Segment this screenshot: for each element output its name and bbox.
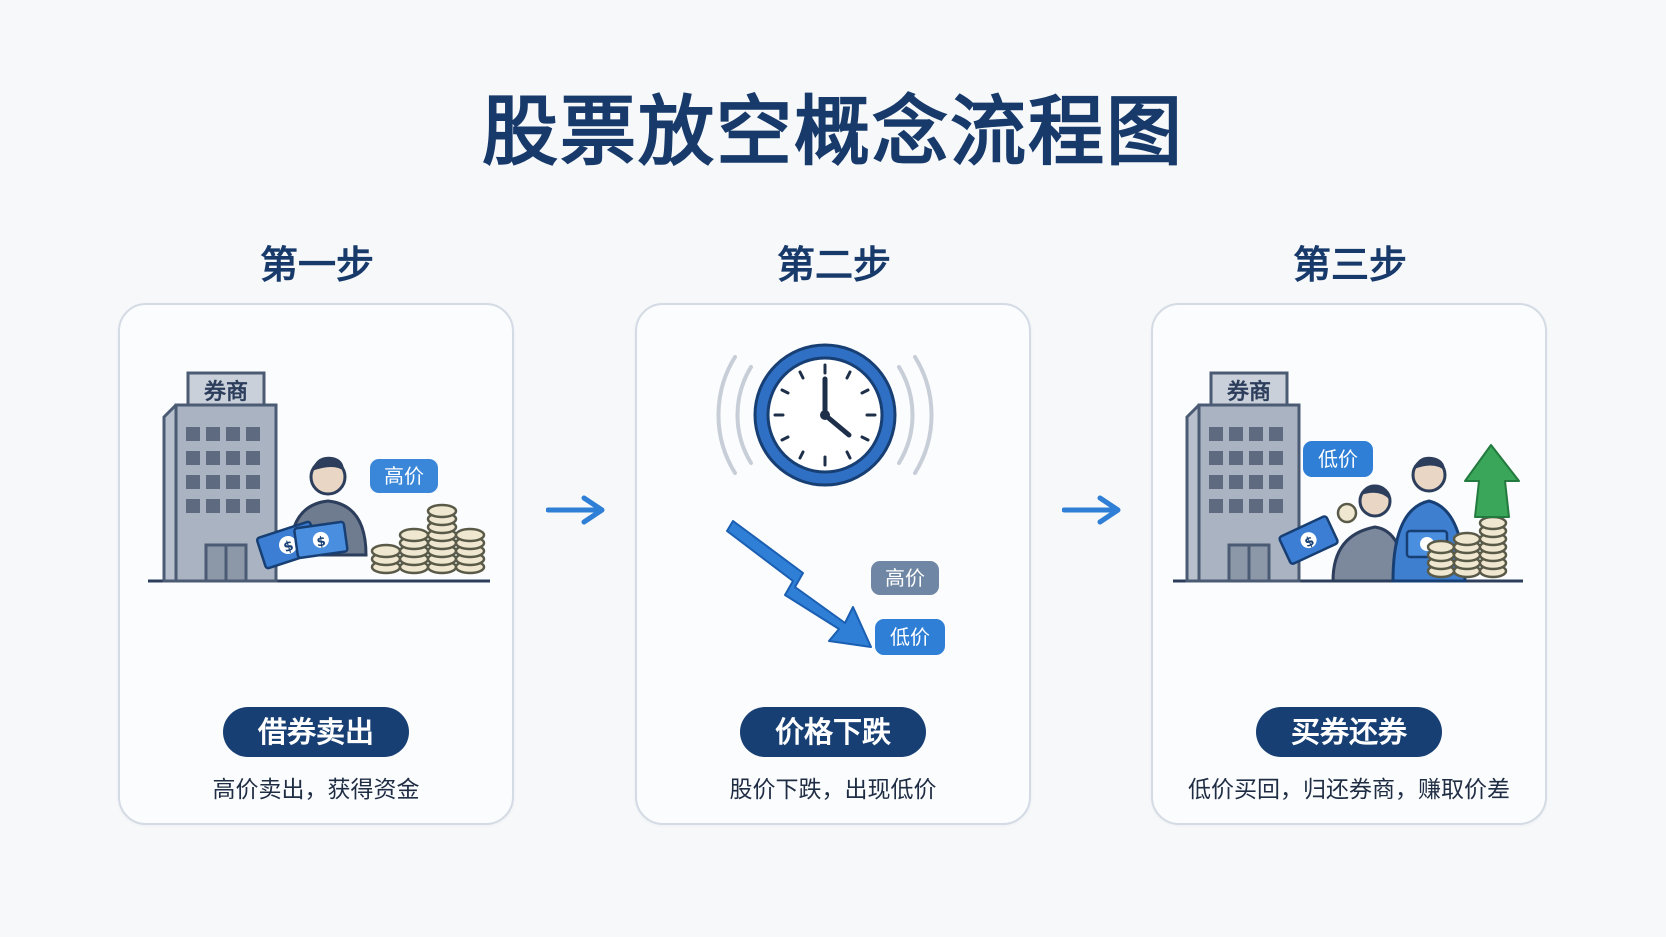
coin-stack-icon bbox=[1426, 515, 1508, 579]
broker-building-icon bbox=[1185, 371, 1301, 583]
vibration-lines-icon bbox=[716, 355, 934, 475]
cash-icon: $ $ bbox=[255, 520, 349, 570]
rising-arrow-icon bbox=[1464, 444, 1520, 518]
step-2-card: 高价 低价 价格下跌 股价下跌，出现低价 bbox=[635, 303, 1031, 825]
step-3-description: 低价买回，归还券商，赚取价差 bbox=[1188, 777, 1510, 803]
price-tag-low bbox=[875, 619, 945, 655]
step-1-card: 券商 $ $ 高价 bbox=[118, 303, 514, 825]
step-3-label: 买券还券 bbox=[1256, 707, 1442, 757]
falling-arrow-icon bbox=[726, 520, 872, 648]
coin-icon bbox=[1336, 502, 1358, 524]
step-1-label: 借券卖出 bbox=[223, 707, 409, 757]
cash-icon: $ bbox=[1278, 515, 1449, 565]
price-tag-high bbox=[370, 459, 438, 493]
step-2-label: 价格下跌 bbox=[740, 707, 926, 757]
page-title: 股票放空概念流程图 bbox=[482, 87, 1184, 176]
step-1-description: 高价卖出，获得资金 bbox=[212, 777, 420, 803]
price-tag-low-text: 低价 bbox=[1318, 447, 1358, 471]
broker-sign: 券商 bbox=[203, 379, 248, 405]
step-3-illustration: 券商 低价 $ bbox=[1173, 371, 1523, 583]
coin-stack-icon bbox=[370, 503, 486, 575]
price-tag-high-text: 高价 bbox=[885, 566, 925, 590]
step-1-illustration: 券商 $ $ 高价 bbox=[148, 371, 490, 583]
arrow-right-icon bbox=[546, 495, 605, 525]
price-tag-low bbox=[1303, 441, 1373, 477]
arrow-right-icon bbox=[1062, 495, 1121, 525]
broker-building-icon bbox=[162, 371, 278, 583]
step-2-illustration: 高价 低价 bbox=[716, 343, 945, 655]
price-tag-low-text: 低价 bbox=[890, 625, 930, 649]
step-3-heading: 第三步 bbox=[1292, 243, 1407, 287]
svg-text:$: $ bbox=[316, 534, 327, 550]
broker-sign: 券商 bbox=[1226, 379, 1271, 405]
clock-icon bbox=[753, 343, 897, 487]
svg-text:$: $ bbox=[282, 538, 296, 556]
price-tag-high-text: 高价 bbox=[384, 464, 424, 488]
step-1-heading: 第一步 bbox=[259, 243, 374, 287]
price-tag-high bbox=[871, 561, 939, 595]
step-2-heading: 第二步 bbox=[776, 243, 891, 287]
step-3-card: 券商 低价 $ bbox=[1151, 303, 1547, 825]
step-2-description: 股价下跌，出现低价 bbox=[729, 777, 937, 803]
